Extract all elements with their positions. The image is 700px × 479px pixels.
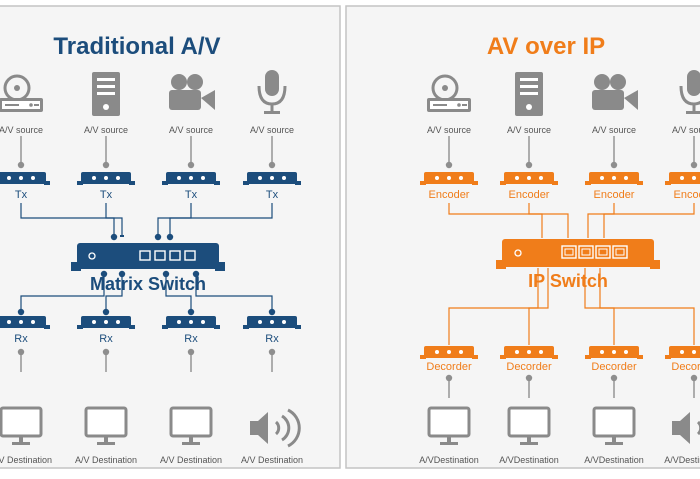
switch-label: Matrix Switch (90, 274, 206, 294)
decoder-label: Decorder (591, 361, 637, 373)
video-camera-icon (169, 74, 215, 110)
encoder-label: Encoder (594, 189, 635, 201)
decoder-label: Decorder (671, 361, 700, 373)
rx-device (162, 316, 220, 329)
source-label: A/V source (169, 125, 213, 135)
encoder-device (500, 172, 558, 185)
microphone-icon (257, 70, 287, 114)
source-label: A/V source (0, 125, 43, 135)
server-tower-icon (515, 72, 543, 116)
tx-device (162, 172, 220, 185)
speaker-icon (672, 412, 700, 444)
encoder-label: Encoder (674, 189, 700, 201)
destination-label: A/VDestination (419, 455, 479, 465)
decoder-device (500, 346, 558, 359)
source-label: A/V source (427, 125, 471, 135)
switch-label: IP Switch (528, 271, 608, 291)
encoder-label: Encoder (509, 189, 550, 201)
monitor-icon (0, 406, 43, 445)
rx-label: Rx (184, 333, 198, 345)
media-player-icon (427, 74, 471, 112)
encoder-device (420, 172, 478, 185)
video-camera-icon (592, 74, 638, 110)
decoder-device (665, 346, 700, 359)
decoder-label: Decorder (426, 361, 472, 373)
tx-label: Tx (100, 189, 113, 201)
monitor-icon (507, 406, 551, 445)
destination-label: A/VDestination (499, 455, 559, 465)
destination-label: A/V Destination (160, 455, 222, 465)
monitor-icon (592, 406, 636, 445)
encoder-device (585, 172, 643, 185)
matrix-switch (71, 243, 225, 271)
source-label: A/V source (507, 125, 551, 135)
tx-label: Tx (266, 189, 279, 201)
tx-label: Tx (15, 189, 28, 201)
source-label: A/V source (672, 125, 700, 135)
destination-label: A/V Destination (0, 455, 52, 465)
monitor-icon (84, 406, 128, 445)
microphone-icon (679, 70, 700, 114)
rx-label: Rx (99, 333, 113, 345)
ip-title: AV over IP (487, 33, 605, 60)
ip-panel: AV over IP A/V source A/V source A/V sourc… (345, 5, 700, 469)
tx-device (77, 172, 135, 185)
speaker-icon (250, 408, 301, 448)
tx-device (243, 172, 301, 185)
source-label: A/V source (84, 125, 128, 135)
source-label: A/V source (592, 125, 636, 135)
traditional-title: Traditional A/V (53, 33, 220, 60)
source-label: A/V source (250, 125, 294, 135)
server-tower-icon (92, 72, 120, 116)
tx-label: Tx (185, 189, 198, 201)
rx-device (0, 316, 50, 329)
monitor-icon (427, 406, 471, 445)
rx-label: Rx (14, 333, 28, 345)
tx-device (0, 172, 50, 185)
encoder-label: Encoder (429, 189, 470, 201)
destination-label: A/VDestination (584, 455, 644, 465)
encoder-device (665, 172, 700, 185)
ip-switch (496, 239, 660, 269)
decoder-label: Decorder (506, 361, 552, 373)
rx-device (243, 316, 301, 329)
decoder-device (420, 346, 478, 359)
rx-device (77, 316, 135, 329)
media-player-icon (0, 74, 43, 112)
rx-label: Rx (265, 333, 279, 345)
destination-label: A/V Destination (75, 455, 137, 465)
destination-label: A/VDestination (664, 455, 700, 465)
monitor-icon (169, 406, 213, 445)
decoder-device (585, 346, 643, 359)
destination-label: A/V Destination (241, 455, 303, 465)
